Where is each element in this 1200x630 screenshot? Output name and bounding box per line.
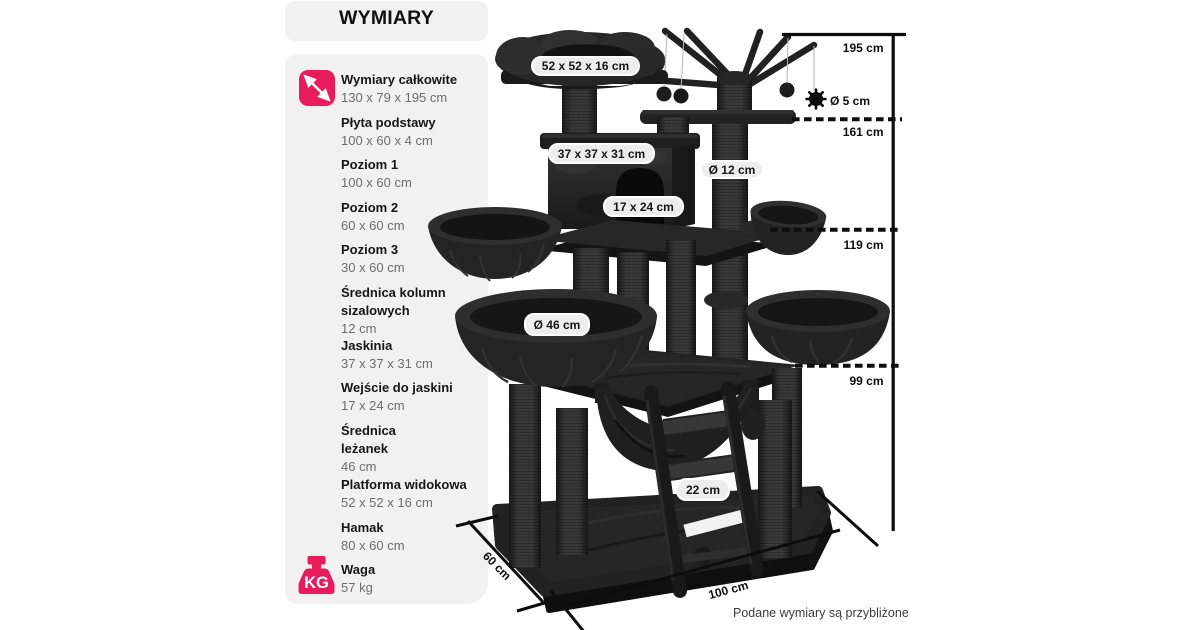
svg-text:KG: KG <box>304 574 329 592</box>
